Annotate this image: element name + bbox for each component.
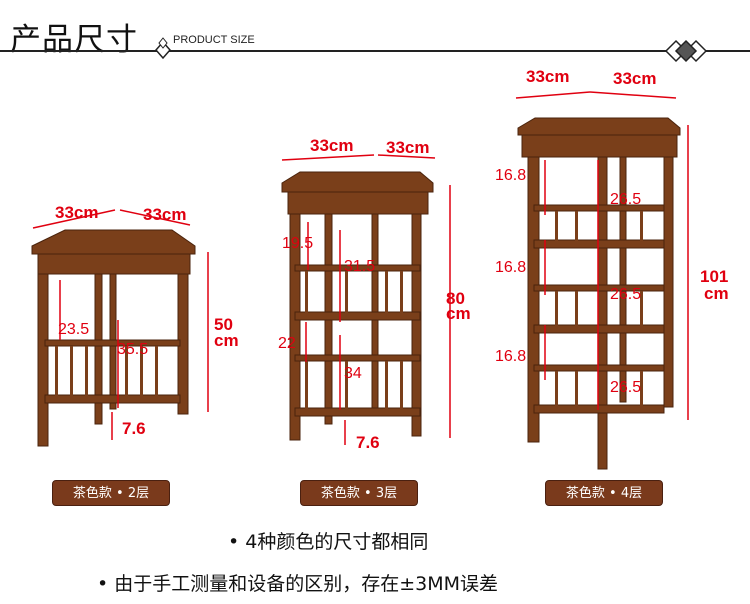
stand1-dim-2: 35.5 [117, 341, 149, 358]
page-subtitle: PRODUCT SIZE [173, 34, 255, 46]
stand2-dim-4: 34 [344, 365, 362, 382]
stand3-height-unit: cm [704, 284, 729, 303]
caption-2-tier: 茶色款 • 2层 [52, 480, 170, 506]
stand2-dim-5: 7.6 [356, 433, 380, 452]
stand3-depth-label: 33cm [613, 69, 657, 88]
stand2-height-label: 80 [446, 289, 465, 308]
stand3-dim-1: 16.8 [495, 167, 527, 184]
stand2-dim-3: 22 [278, 335, 296, 352]
stand2-dim-1: 19.5 [282, 235, 314, 252]
dimension-lines [32, 91, 689, 445]
stand1-depth-label: 33cm [143, 205, 187, 224]
page-title: 产品尺寸 [10, 22, 138, 58]
header-diamonds-right-icon [664, 39, 708, 63]
stand2-depth-label: 33cm [386, 138, 430, 157]
stand1-height-label: 50 [214, 315, 233, 334]
stand2-height-unit: cm [446, 304, 471, 323]
stand1-dim-1: 23.5 [58, 321, 90, 338]
stand2-dim-2: 31.5 [344, 258, 376, 275]
stand1-dim-3: 7.6 [122, 419, 146, 438]
stand2-width-label: 33cm [310, 136, 354, 155]
caption-3-tier: 茶色款 • 3层 [300, 480, 418, 506]
note-tolerance: • 由于手工测量和设备的区别，存在±3MM误差 [97, 573, 499, 595]
stand3-dim-4: 26.5 [610, 191, 642, 208]
stand3-height-label: 101 [700, 267, 729, 286]
stand3-dim-6: 26.5 [610, 379, 642, 396]
stand1-width-label: 33cm [55, 203, 99, 222]
note-same-size: • 4种颜色的尺寸都相同 [228, 531, 429, 553]
stand3-dim-3: 16.8 [495, 348, 527, 365]
stand1-height-unit: cm [214, 331, 239, 350]
stand3-dim-2: 16.8 [495, 259, 527, 276]
stand3-dim-5: 26.5 [610, 286, 642, 303]
stand-4-tier [517, 117, 681, 470]
stand-2-tier [31, 229, 196, 447]
header-diamond-left-icon [155, 37, 171, 60]
stand-3-tier [281, 171, 434, 441]
header-divider [0, 50, 750, 52]
caption-4-tier: 茶色款 • 4层 [545, 480, 663, 506]
stand3-width-label: 33cm [526, 67, 570, 86]
